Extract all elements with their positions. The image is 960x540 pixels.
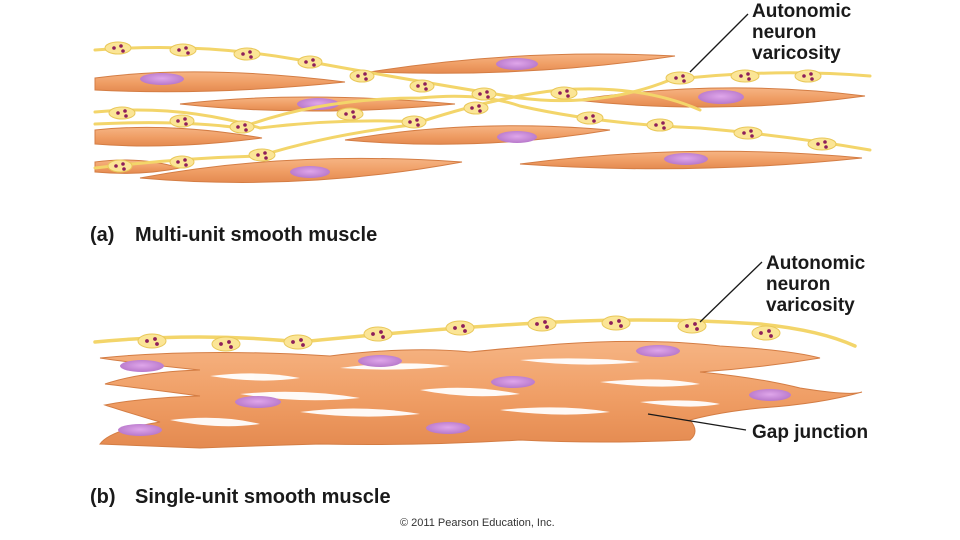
panel-a-callout-line-2: neuron [752,22,816,43]
panel-a-caption-letter: (a) [90,224,114,246]
varicosity [336,107,364,121]
varicosity [229,120,255,134]
copyright: © 2011 Pearson Education, Inc. [400,517,555,529]
panel-a-callout-line-3: varicosity [752,43,841,64]
panel-b-muscle-sheet [99,340,863,449]
panel-a-muscle-cells [94,53,866,183]
panel-b-callout-line-2: neuron [766,274,830,295]
muscle-cell [94,126,263,147]
gap-junction-label: Gap junction [752,422,868,443]
nerve-fiber [93,318,857,348]
nucleus [120,360,164,372]
varicosity [137,333,167,349]
nucleus [636,345,680,357]
nucleus [426,422,470,434]
muscle-cell [94,71,346,93]
varicosity [211,336,241,352]
varicosity [248,148,276,162]
varicosity [445,320,475,336]
varicosity [646,118,674,132]
varicosity [349,69,375,83]
varicosity [601,315,631,331]
panel-b-caption: Single-unit smooth muscle [135,486,391,508]
varicosity [665,71,695,85]
varicosity [733,126,763,140]
varicosity [794,69,822,83]
panel-a-nuclei [140,58,744,178]
nucleus [290,166,330,178]
panel-a-vesicles [112,44,828,171]
varicosity [297,55,323,69]
varicosity [104,41,132,55]
varicosity [169,43,197,57]
panel-a-callout-line [689,13,749,73]
panel-a-caption: Multi-unit smooth muscle [135,224,377,246]
nucleus [497,131,537,143]
nucleus [698,90,744,104]
varicosity [169,114,195,128]
varicosity [233,47,261,61]
nucleus [749,389,791,401]
nucleus [140,73,184,85]
varicosity [108,106,136,120]
panel-b-vesicles [145,319,773,349]
varicosity [807,137,837,151]
varicosity [363,326,393,342]
nucleus [118,424,162,436]
panel-b-nuclei [118,345,791,436]
varicosity [169,155,195,169]
varicosity [471,87,497,101]
panel-b-callout-line-3: varicosity [766,295,855,316]
varicosity [576,111,604,125]
nucleus [358,355,402,367]
svg-text:Autonomic neuron varic: Autonomic neuron varicosity [766,253,871,316]
panel-b-caption-letter: (b) [90,486,116,508]
panel-b-nerve [93,318,857,348]
panel-a-callout-line-1: Autonomic [752,1,852,22]
varicosity [527,316,557,332]
panel-b-callout-line-1: Autonomic [766,253,866,274]
panel-b-callout-line [699,261,763,323]
varicosity [677,318,707,334]
panel-a-varicosities [104,41,837,173]
nucleus [664,153,708,165]
muscle-cell [344,125,611,145]
varicosity [409,79,435,93]
varicosity [550,86,578,100]
panel-b-varicosities [137,315,781,352]
nucleus [297,98,339,110]
gap-junction-pointer [647,413,747,431]
nucleus [235,396,281,408]
varicosity [283,334,313,350]
nucleus [491,376,535,388]
varicosity [401,115,427,129]
nucleus [496,58,538,70]
varicosity [463,101,489,115]
svg-text:Autonomic neuron varic: Autonomic neuron varicosity [752,1,857,64]
inter-cell-gaps [170,358,720,427]
varicosity [730,69,760,83]
varicosity [107,159,133,173]
varicosity [751,325,781,341]
